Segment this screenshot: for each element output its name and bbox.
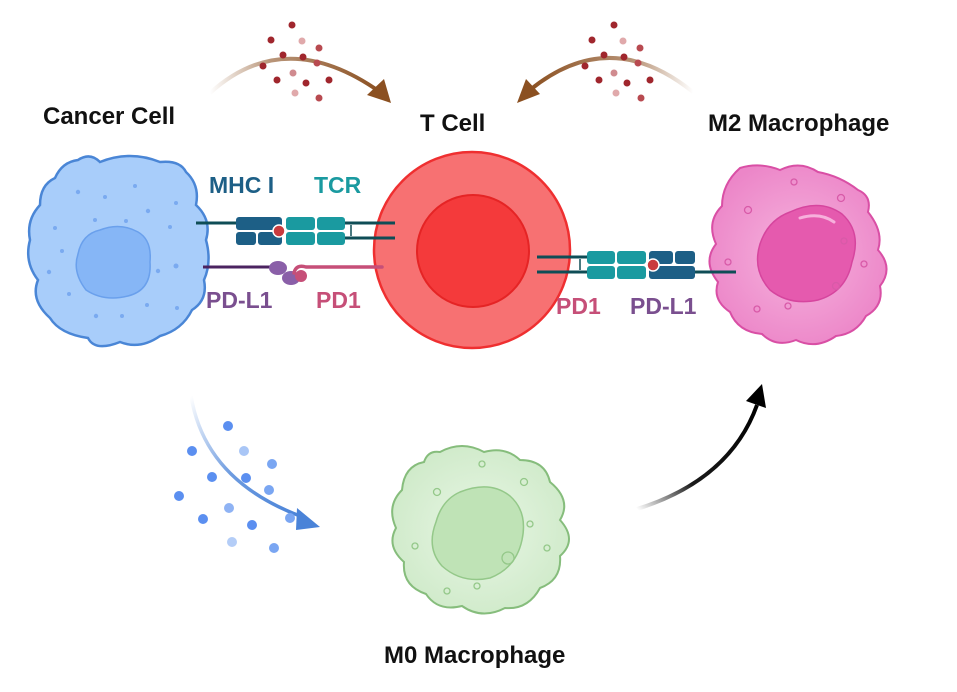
secreted-particles-blue: [174, 421, 295, 553]
m0-macrophage: [391, 445, 570, 615]
arrow-shaft: [189, 395, 301, 518]
tcr-domain-a2: [317, 217, 345, 230]
pd1-domain-a2: [617, 251, 646, 264]
arrow-shaft: [208, 56, 382, 95]
cancer-cell-nucleus: [75, 225, 151, 299]
m0-to-m2-arrow: [636, 384, 766, 511]
m2-macrophage: [708, 164, 888, 346]
ligand-binding-site: [646, 258, 660, 272]
m2-macrophage-label: M2 Macrophage: [708, 110, 889, 137]
pd1-domain-b2: [617, 266, 646, 279]
pdl1-domain-c: [649, 266, 695, 279]
secreted-particles-left: [259, 21, 333, 102]
m2-to-tcell-arrow: [517, 56, 695, 103]
pd1-stalk: [292, 264, 384, 275]
arrowhead-icon: [367, 79, 391, 103]
pd1-domain: [295, 270, 307, 282]
mhc1-tcr-complex-left: [196, 217, 395, 245]
tcr-domain-a1: [286, 217, 315, 230]
pdl1-left-label: PD-L1: [206, 287, 273, 313]
m0-vesicles: [411, 460, 551, 595]
pd1-domain-a1: [587, 251, 615, 264]
tcr-domain-b2: [317, 232, 345, 245]
cancer-cell-granules: [46, 184, 179, 319]
tcr-label: TCR: [314, 172, 362, 198]
t-cell-nucleus: [416, 194, 530, 308]
t-cell: [372, 150, 572, 350]
arrowhead-icon: [296, 508, 320, 530]
arrow-shaft: [636, 404, 759, 511]
pdl1-domain-a: [269, 261, 287, 275]
tcr-domain-b1: [286, 232, 315, 245]
mhc1-label: MHC I: [209, 172, 274, 198]
mhc1-domain-top: [236, 217, 282, 230]
pd1-pdl1-complex-right: [537, 251, 736, 279]
pd1-domain-b1: [587, 266, 615, 279]
pdl1-pd1-complex-left: [203, 261, 384, 285]
pdl1-right-label: PD-L1: [630, 293, 697, 319]
mhc1-domain-a: [236, 232, 256, 245]
m2-nucleus: [756, 204, 857, 303]
pd1-left-label: PD1: [316, 287, 361, 313]
t-cell-label: T Cell: [420, 110, 485, 137]
cancer-to-tcell-arrow: [208, 56, 391, 103]
secreted-particles-right: [581, 21, 654, 102]
pdl1-domain-b: [675, 251, 695, 264]
arrowhead-icon: [746, 384, 766, 408]
pd1-right-label: PD1: [556, 293, 601, 319]
cancer-cell: [27, 154, 210, 348]
arrowhead-icon: [517, 79, 540, 103]
antigen-peptide: [272, 224, 286, 238]
cancer-cell-label: Cancer Cell: [43, 103, 175, 130]
m0-nucleus: [431, 486, 525, 581]
m2-vesicles: [724, 178, 868, 313]
arrow-shaft: [528, 56, 695, 94]
cancer-to-m0-arrow: [189, 395, 320, 530]
m0-macrophage-label: M0 Macrophage: [384, 642, 565, 669]
